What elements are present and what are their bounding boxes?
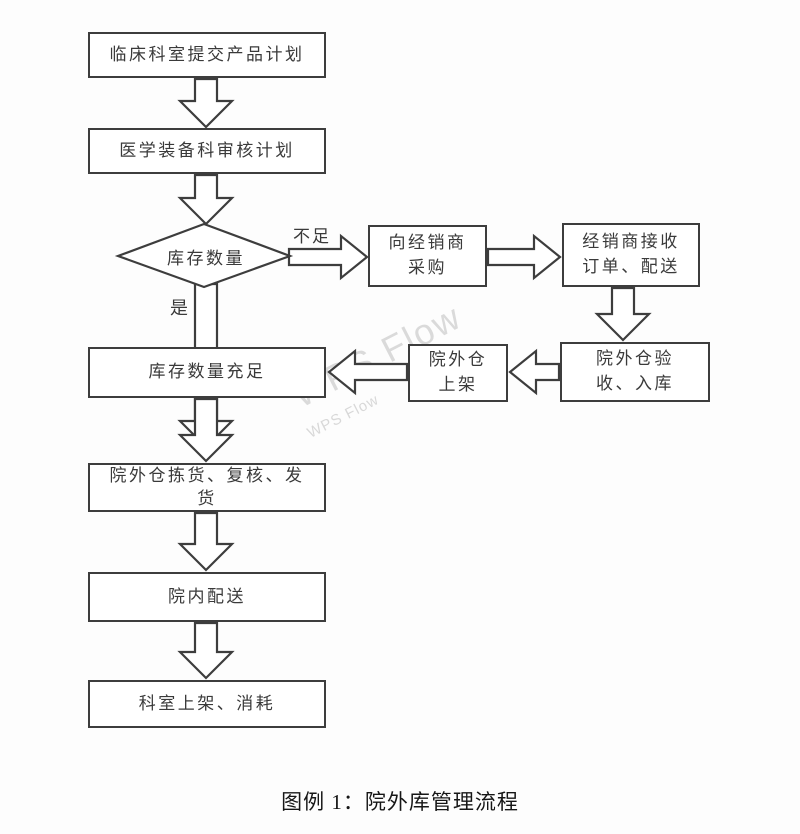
arrow-deliver-to-consume [177, 621, 235, 680]
node-stock-decision-label: 库存数量 [167, 248, 245, 268]
arrow-purchase-to-dealer [486, 233, 562, 281]
arrow-review-to-decision [177, 173, 235, 226]
arrow-dealer-to-inbound [594, 286, 652, 342]
arrow-shelve-to-sufficient [327, 348, 409, 396]
arrow-pick-to-deliver [177, 511, 235, 572]
node-warehouse-shelve: 院外仓 上架 [408, 344, 508, 402]
edge-label-yes: 是 [170, 298, 190, 318]
node-stock-sufficient: 库存数量充足 [88, 347, 326, 398]
arrow-inbound-to-shelve [508, 348, 561, 396]
decision-diamond [114, 222, 294, 289]
node-dealer-receive: 经销商接收 订单、配送 [562, 223, 700, 287]
arrow-sufficient-to-pick [177, 397, 235, 463]
figure-caption: 图例 1：院外库管理流程 [281, 790, 519, 814]
node-pick-pack-ship: 院外仓拣货、复核、发 货 [88, 463, 326, 512]
node-purchase: 向经销商 采购 [368, 225, 487, 287]
arrow-decision-to-purchase [287, 233, 369, 281]
edge-label-insufficient: 不足 [293, 227, 331, 246]
node-warehouse-inbound: 院外仓验 收、入库 [560, 342, 710, 402]
arrow-submit-to-review [177, 77, 235, 129]
node-dept-consume: 科室上架、消耗 [88, 680, 326, 728]
node-review-plan: 医学装备科审核计划 [88, 128, 326, 174]
node-submit-plan: 临床科室提交产品计划 [88, 32, 326, 78]
node-hospital-deliver: 院内配送 [88, 572, 326, 622]
